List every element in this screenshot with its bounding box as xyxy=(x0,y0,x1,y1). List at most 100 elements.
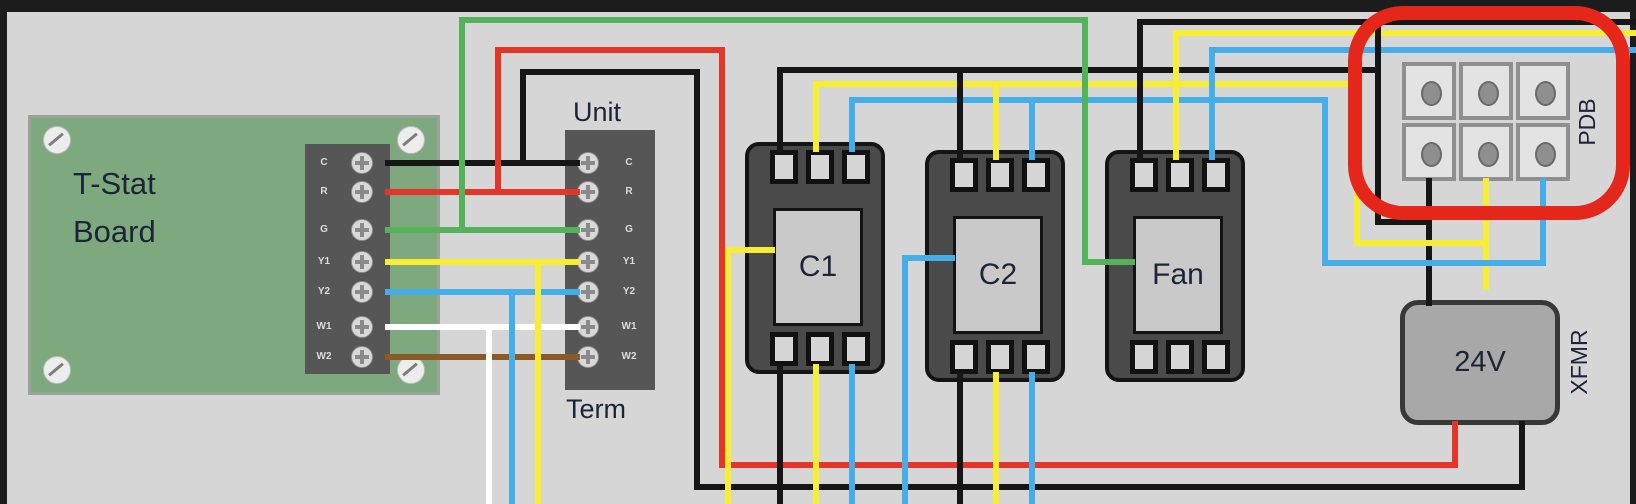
unit-screw-w1 xyxy=(577,316,599,338)
unit-terminal-label-g: G xyxy=(625,224,633,235)
tstat-screw-y1 xyxy=(351,251,373,273)
pdb-screw-icon xyxy=(1478,81,1499,106)
tstat-terminal-label-r: R xyxy=(320,186,328,197)
wire-green-up xyxy=(459,17,465,233)
pdb-cell-2-2 xyxy=(1459,123,1513,181)
tstat-screw-r xyxy=(351,181,373,203)
contactor-c2-lug-top-3 xyxy=(1022,158,1050,192)
wire-red-up xyxy=(495,47,501,195)
contactor-c1-lug-bottom-2 xyxy=(806,332,834,366)
contactor-c1-lug-bottom-3 xyxy=(842,332,870,366)
pdb-cell-1-2 xyxy=(1459,62,1513,120)
wire-c2-t3-bottom xyxy=(1029,372,1035,504)
contactor-c2-lug-bottom-1 xyxy=(950,340,978,374)
tstat-screw-g xyxy=(351,219,373,241)
wire-black-mid-rail xyxy=(777,67,1381,73)
pdb-screw-icon xyxy=(1535,142,1556,167)
contactor-fan-lug-top-3 xyxy=(1202,158,1230,192)
pdb-cell-1-3 xyxy=(1516,62,1570,120)
unit-terminal-label-y2: Y2 xyxy=(622,286,636,297)
wire-fan-t3-top xyxy=(1209,47,1215,160)
contactor-c1-lug-top-1 xyxy=(770,150,798,184)
right-border-bar xyxy=(1630,12,1636,504)
unit-screw-c xyxy=(577,152,599,174)
wire-red-bottom-rail xyxy=(719,462,1458,468)
contactor-c1: C1 xyxy=(745,142,885,374)
contactor-fan-lug-bottom-3 xyxy=(1202,340,1230,374)
unit-screw-g xyxy=(577,219,599,241)
unit-term-bottom-label: Term xyxy=(566,394,626,424)
pdb-block xyxy=(1402,62,1572,182)
unit-screw-y2 xyxy=(577,281,599,303)
wire-black-bridge-up xyxy=(520,69,526,166)
wire-white-unit-drop xyxy=(486,324,492,504)
wire-fan-t1-top xyxy=(1137,19,1143,160)
unit-terminal-label-c: C xyxy=(625,157,633,168)
contactor-fan: Fan xyxy=(1105,150,1245,382)
wire-c1-t2-bottom xyxy=(813,364,819,504)
contactor-c2-lug-top-1 xyxy=(950,158,978,192)
wire-red-top xyxy=(495,47,725,53)
wire-fan-t2-top xyxy=(1173,30,1179,160)
contactor-c1-lug-top-3 xyxy=(842,150,870,184)
pdb-screw-icon xyxy=(1478,142,1499,167)
wire-green-fan-drop xyxy=(1082,17,1088,265)
wire-black-bridge-top xyxy=(520,69,700,75)
contactor-c2-lug-bottom-3 xyxy=(1022,340,1050,374)
pdb-cell-1-1 xyxy=(1402,62,1456,120)
unit-terminal-label-y1: Y1 xyxy=(622,256,636,267)
top-border-bar xyxy=(0,0,1636,12)
tstat-board-title-line2: Board xyxy=(73,214,156,249)
wire-yellow-pdb-connector xyxy=(1354,240,1489,246)
tstat-terminal-label-y2: Y2 xyxy=(317,286,331,297)
wire-c1-coil-riser xyxy=(725,247,731,504)
corner-screw-icon xyxy=(43,126,71,154)
contactor-fan-lug-bottom-2 xyxy=(1166,340,1194,374)
wire-c1-t3-bottom xyxy=(849,364,855,504)
wire-c2-t2-bottom xyxy=(993,372,999,504)
tstat-screw-w2 xyxy=(351,346,373,368)
contactor-c1-lug-top-2 xyxy=(806,150,834,184)
wire-yellow-mid-rail xyxy=(813,81,1360,87)
pdb-highlight-ring xyxy=(1348,6,1630,220)
unit-terminal-label-r: R xyxy=(625,186,633,197)
unit-terminal-label-w2: W2 xyxy=(621,351,637,362)
wire-blue-mid-rail xyxy=(849,97,1328,103)
unit-screw-y1 xyxy=(577,251,599,273)
wire-c2-t2-top xyxy=(993,81,999,160)
tstat-board-title-line1: T-Stat xyxy=(73,166,156,201)
wire-red-xfmr-feed xyxy=(1452,421,1458,468)
wire-yellow-unit-drop xyxy=(535,259,541,504)
tstat-screw-w1 xyxy=(351,316,373,338)
tstat-terminal-label-y1: Y1 xyxy=(317,256,331,267)
unit-screw-r xyxy=(577,181,599,203)
unit-screw-w2 xyxy=(577,346,599,368)
wire-blue-pdb-drop xyxy=(1322,97,1328,266)
wire-c2-t1-bottom xyxy=(957,372,963,504)
wire-green-top-rail xyxy=(459,17,1088,23)
contactor-c1-lug-bottom-1 xyxy=(770,332,798,366)
pdb-cell-2-1 xyxy=(1402,123,1456,181)
wire-black-xfmr-return xyxy=(1519,421,1525,490)
transformer-24v-label: 24V xyxy=(1454,346,1506,378)
left-border-bar xyxy=(0,12,7,504)
corner-screw-icon xyxy=(397,126,425,154)
contactor-c2-label: C2 xyxy=(953,216,1043,334)
corner-screw-icon xyxy=(397,356,425,384)
wire-c2-coil-riser xyxy=(902,255,908,504)
wire-c2-t1-top xyxy=(957,67,963,160)
pdb-screw-icon xyxy=(1535,81,1556,106)
pdb-cell-2-3 xyxy=(1516,123,1570,181)
contactor-c2-lug-bottom-2 xyxy=(986,340,1014,374)
wire-c1-t1-bottom xyxy=(777,364,783,504)
contactor-fan-label: Fan xyxy=(1133,216,1223,334)
wire-black-bottom-rail xyxy=(694,484,1525,490)
wire-red-down xyxy=(719,47,725,468)
corner-screw-icon xyxy=(43,356,71,384)
wire-blue-pdb-connector xyxy=(1322,260,1546,266)
contactor-fan-lug-top-1 xyxy=(1130,158,1158,192)
tstat-terminal-label-w2: W2 xyxy=(316,351,332,362)
